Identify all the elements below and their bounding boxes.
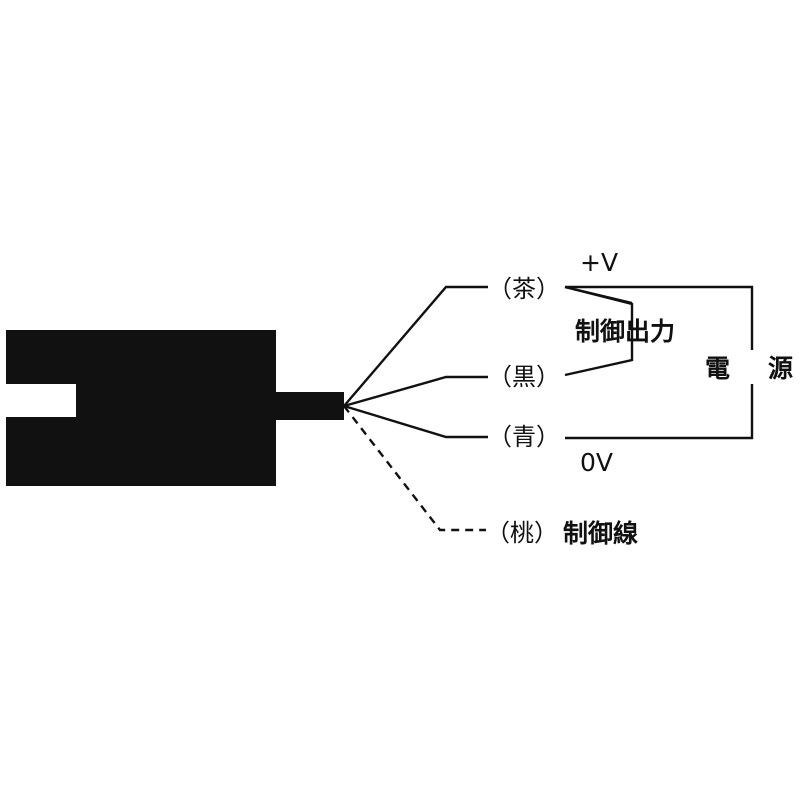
wire-blue-line [343, 404, 488, 439]
zero-v-label: 0V [580, 448, 613, 477]
fanout-wires [343, 285, 488, 532]
wire-blue-label: （青） [488, 423, 560, 451]
wire-brown-label: （茶） [488, 275, 560, 303]
wire-pink-line [343, 405, 486, 532]
wire-brown-line [343, 285, 488, 407]
control-output-bracket [564, 285, 634, 377]
power-supply-label-2: 源 [768, 354, 793, 383]
wire-pink-label: （桃） [486, 519, 558, 547]
control-output-label: 制御出力 [575, 317, 675, 346]
sensor-body [6, 330, 276, 486]
sensor-cable [276, 392, 344, 420]
power-supply-label-1: 電 [705, 354, 730, 383]
wire-black-label: （黒） [488, 363, 560, 391]
control-line-label: 制御線 [563, 519, 638, 548]
plus-v-label: +V [580, 248, 618, 277]
power-label-bg [736, 350, 768, 384]
wire-black-line [343, 375, 488, 408]
